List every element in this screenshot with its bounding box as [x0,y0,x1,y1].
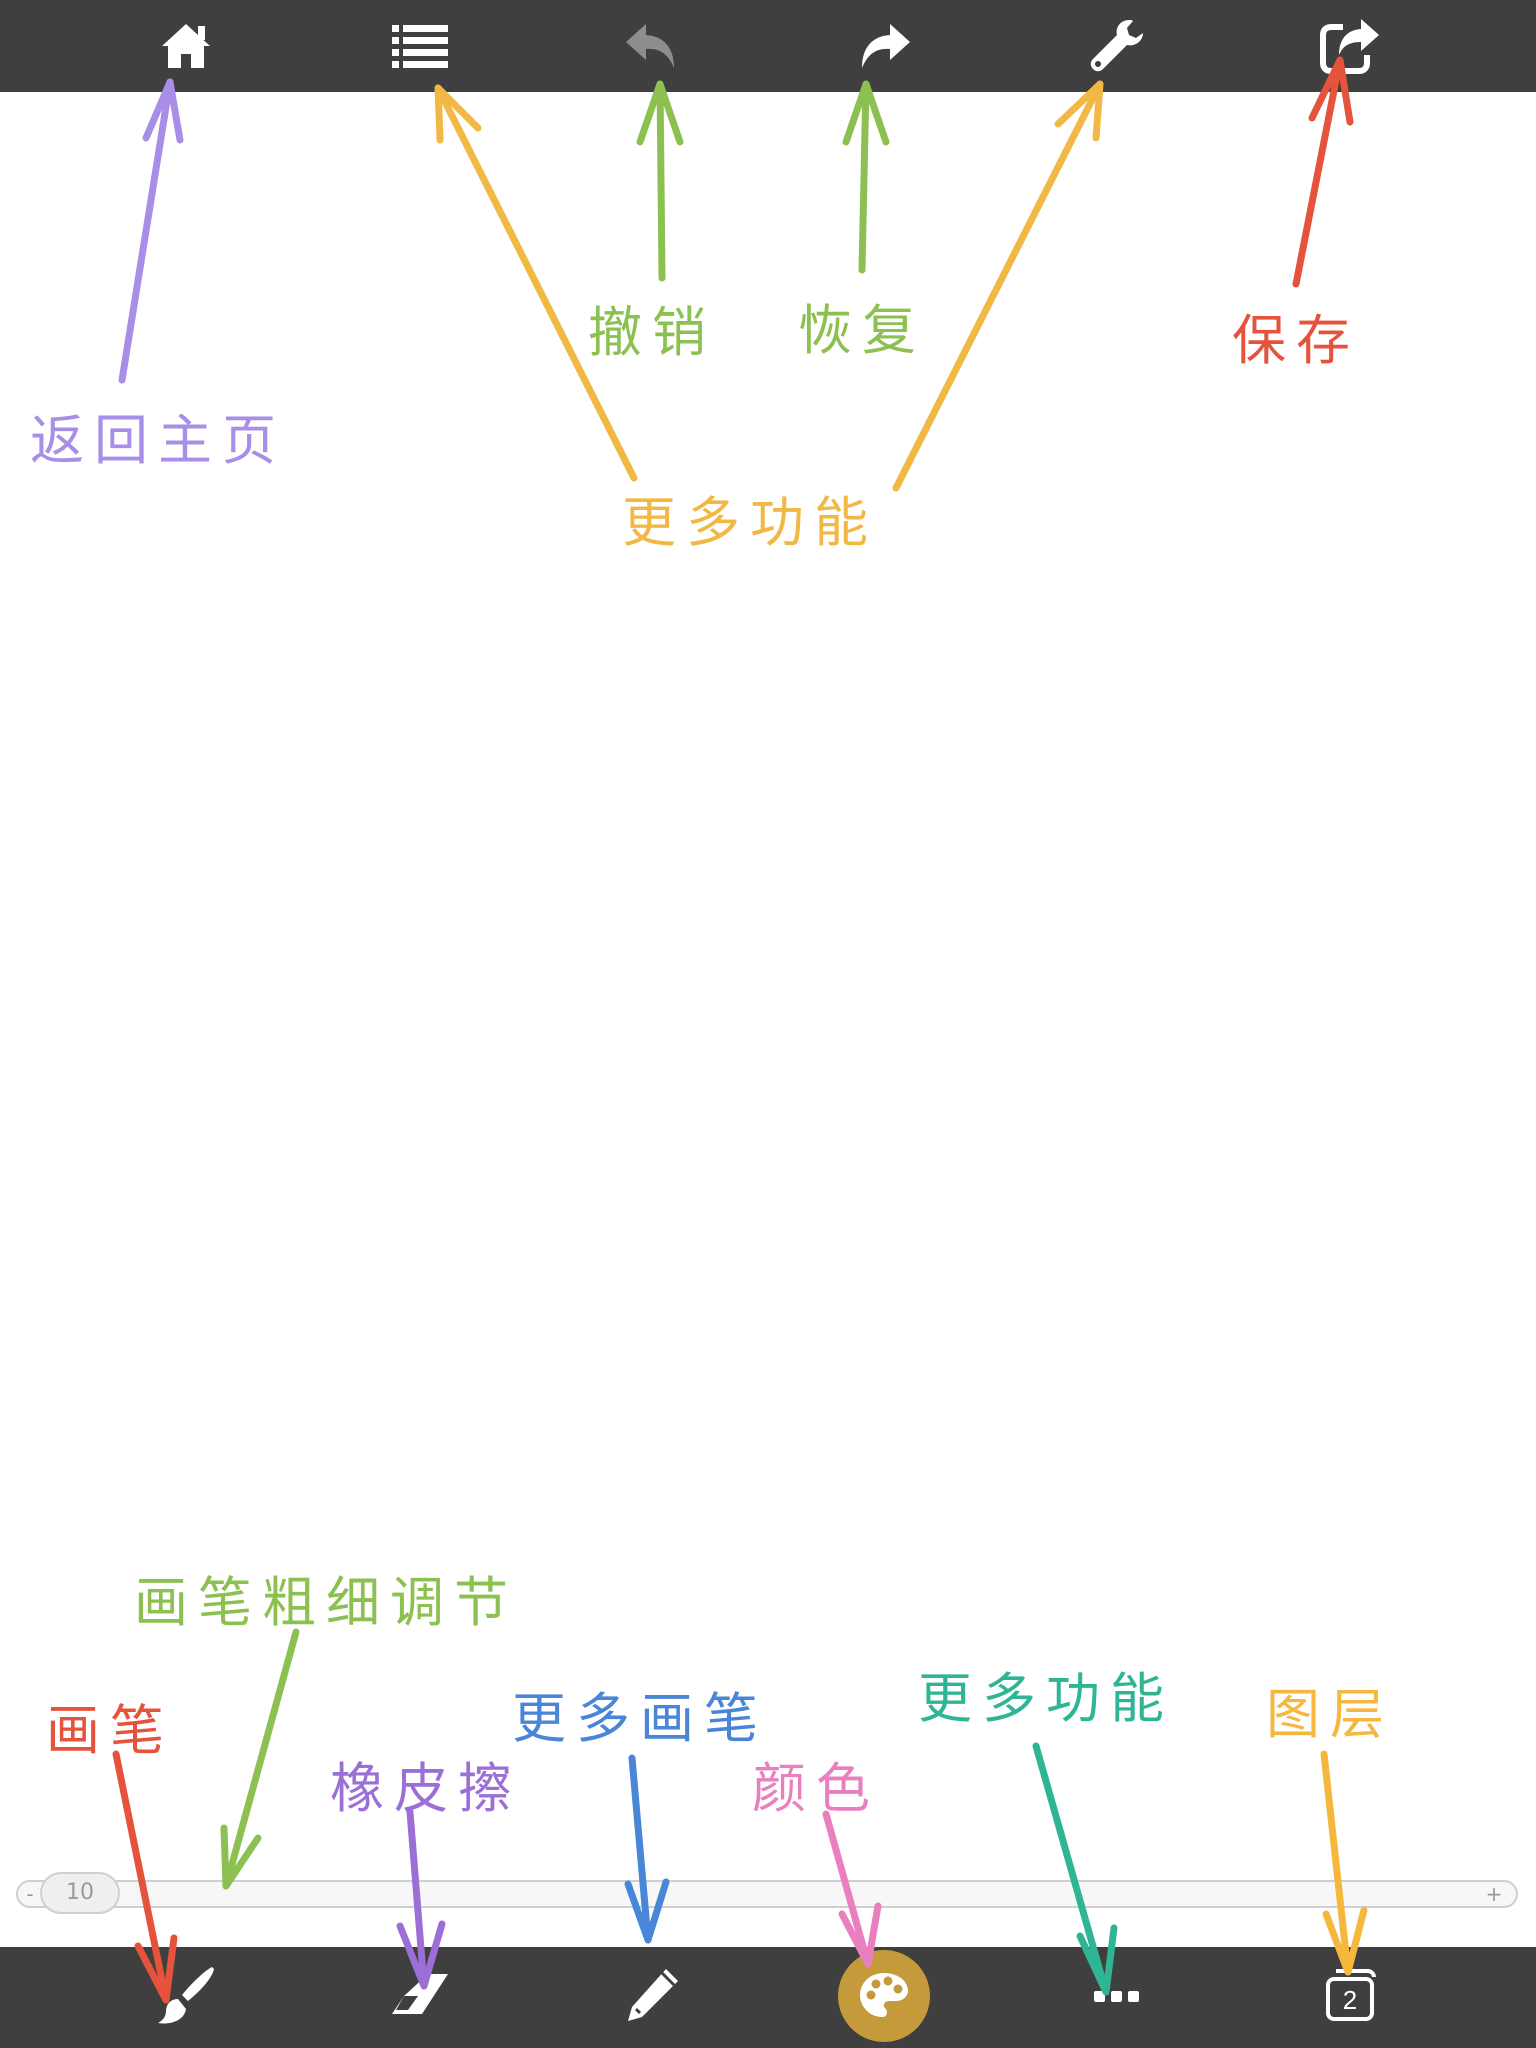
wrench-icon [1090,20,1143,72]
palette-icon [860,1973,908,2017]
settings-button[interactable] [1072,6,1162,86]
annotation-eraser: 橡皮擦 [330,1757,522,1820]
pencil-icon [628,1969,678,2021]
annotation-color: 颜色 [752,1757,880,1820]
brush-size-slider[interactable] [16,1880,1518,1908]
brush-icon [158,1967,214,2024]
undo-button[interactable] [607,6,697,86]
bottom-toolbar [0,1947,1536,2048]
annotation-brush-size: 画笔粗细调节 [134,1571,518,1634]
brush-button[interactable] [141,1955,231,2035]
home-button[interactable] [141,6,231,86]
redo-button[interactable] [839,6,929,86]
top-toolbar [0,0,1536,92]
slider-minus-icon[interactable]: - [26,1882,34,1906]
slider-thumb[interactable]: 10 [40,1872,120,1914]
home-icon [162,24,210,68]
annotation-undo: 撤销 [588,301,716,364]
annotation-brush: 画笔 [46,1699,174,1762]
save-button[interactable] [1305,6,1395,86]
annotation-more-brushes: 更多画笔 [512,1687,768,1750]
color-button[interactable] [839,1955,929,2035]
more-button[interactable] [1072,1955,1162,2035]
pencil-button[interactable] [607,1955,697,2035]
annotation-save: 保存 [1232,309,1360,372]
eraser-icon [392,1974,448,2014]
list-icon [392,25,448,68]
layers-icon: 2 [1326,1969,1376,2021]
annotation-more-bottom: 更多功能 [918,1667,1174,1730]
undo-icon [626,24,674,68]
eraser-button[interactable] [375,1955,465,2035]
list-button[interactable] [375,6,465,86]
annotation-redo: 恢复 [798,299,926,362]
redo-icon [862,24,910,68]
annotation-more-top: 更多功能 [622,491,878,554]
slider-plus-icon[interactable]: + [1485,1882,1503,1906]
layers-count: 2 [1343,1985,1357,2015]
annotation-layers: 图层 [1266,1683,1394,1746]
layers-button[interactable]: 2 [1305,1955,1395,2035]
annotation-home: 返回主页 [30,409,286,472]
ellipsis-icon [1094,1991,1139,2002]
share-export-icon [1320,19,1379,74]
